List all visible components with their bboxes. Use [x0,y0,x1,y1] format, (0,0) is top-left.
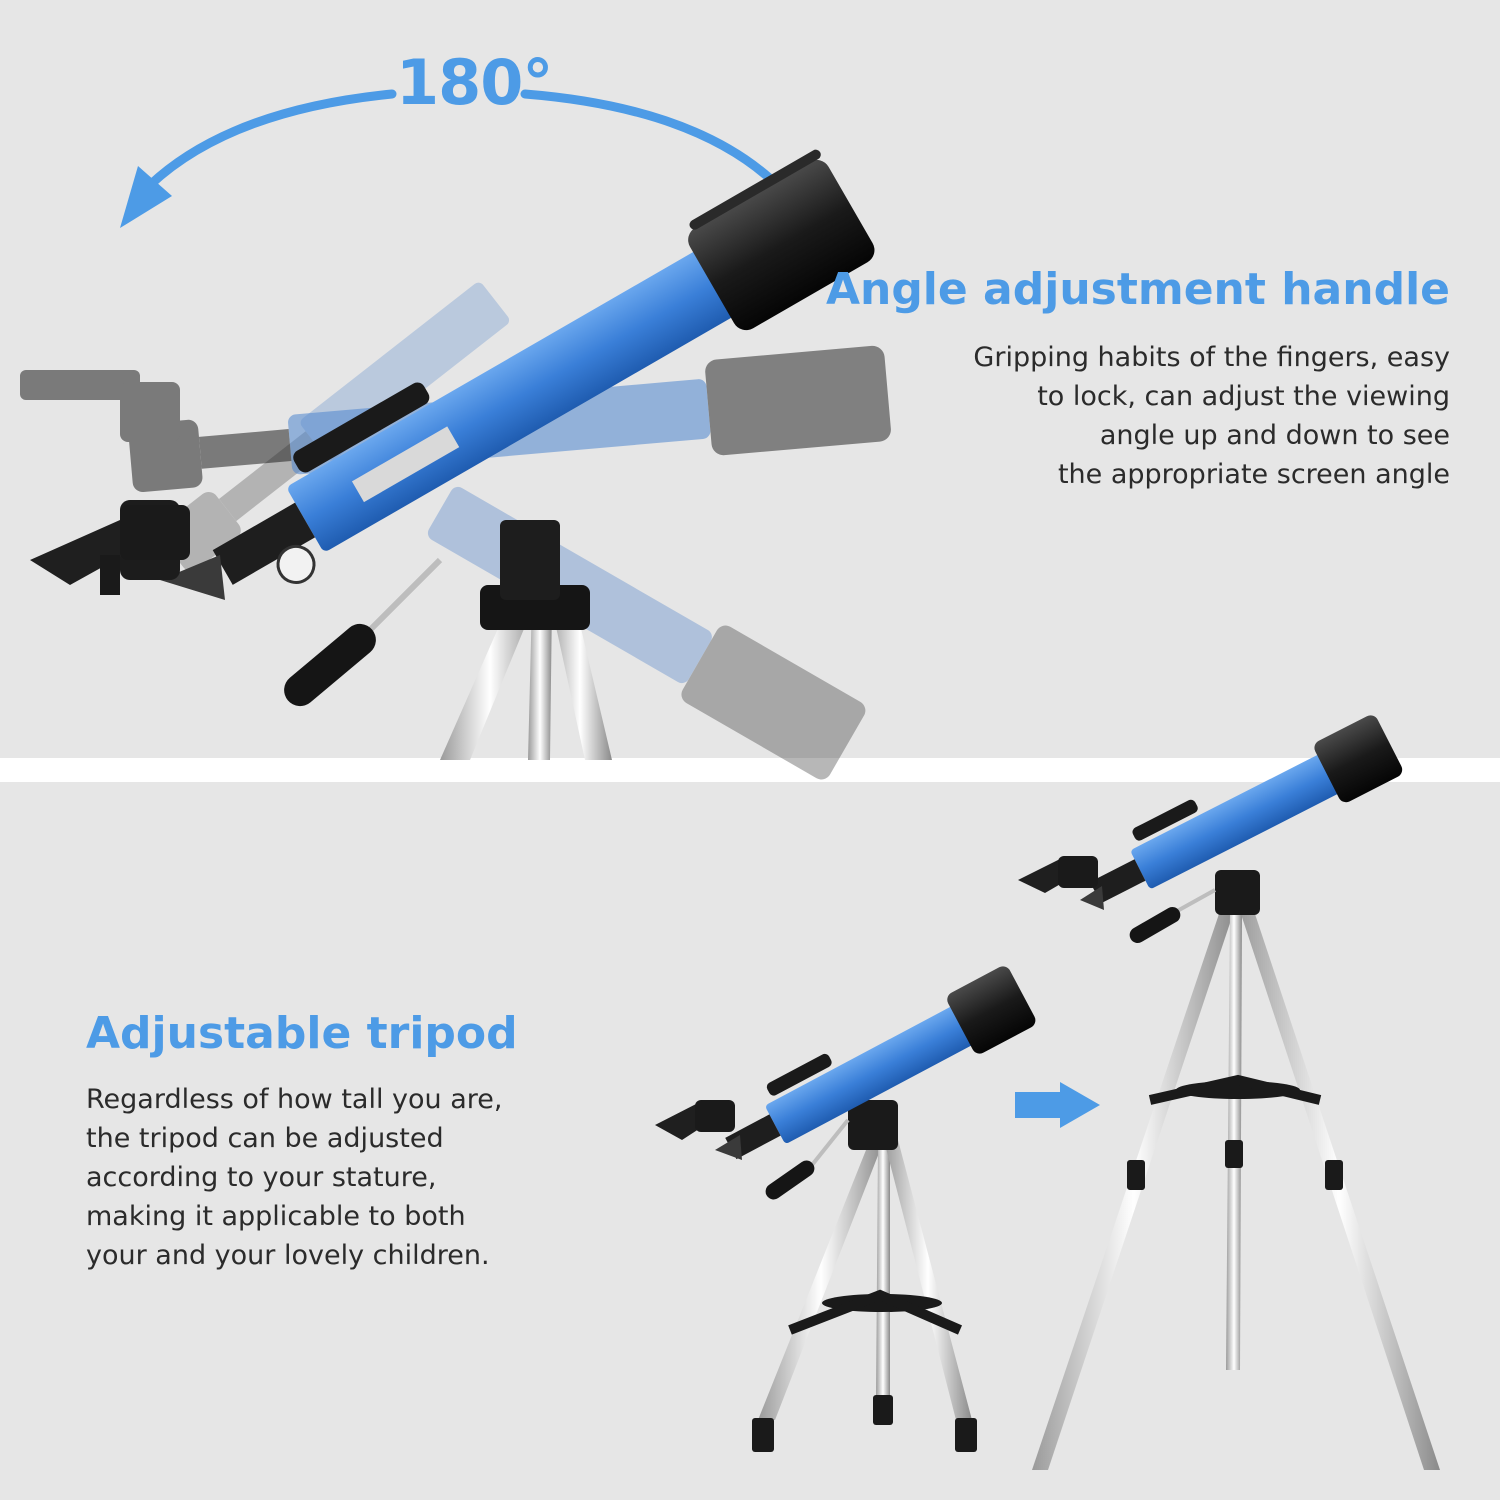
angle-adjustment-title: Angle adjustment handle [825,264,1450,315]
telescope-short [655,966,1036,1452]
section-divider [0,758,1500,782]
tripod-top [440,520,612,760]
adjustable-tripod-title: Adjustable tripod [86,1008,518,1059]
rotation-angle-label: 180° [396,46,553,119]
telescope-tall [1018,715,1440,1470]
right-arrow-icon [1015,1082,1100,1128]
angle-adjustment-handle [284,557,443,707]
telescope-main [30,149,875,760]
angle-adjustment-description: Gripping habits of the fingers, easy to … [973,342,1450,490]
adjustable-tripod-description: Regardless of how tall you are, the trip… [86,1084,503,1271]
phone-adapter [30,505,190,595]
